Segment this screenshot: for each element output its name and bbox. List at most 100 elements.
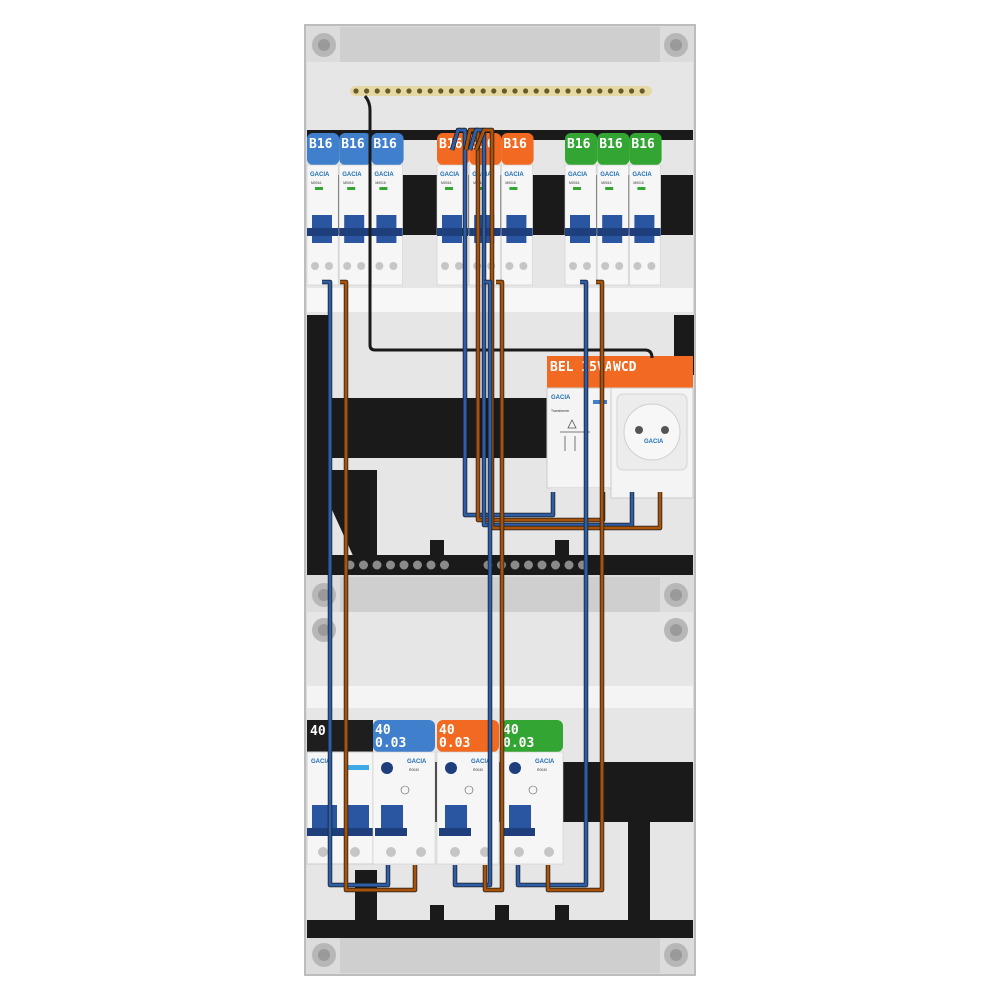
wire (516, 280, 588, 887)
screw-icon (312, 33, 336, 57)
terminal-hole (510, 560, 520, 570)
socket-label: WCD (613, 360, 637, 375)
wire (363, 95, 654, 359)
rcd-model: R0040 (473, 768, 483, 772)
breaker-label-tag (371, 133, 404, 165)
rcd-rating: 40 (503, 723, 519, 738)
rcd-toggle[interactable] (509, 805, 531, 835)
terminal-hole (629, 88, 635, 94)
terminal-hole (533, 88, 539, 94)
rcd-toggle[interactable] (445, 805, 467, 835)
breaker-model: M0016 (343, 181, 353, 185)
breaker-label: B16 (599, 137, 623, 152)
terminal-hole (524, 560, 533, 570)
terminal-hole (426, 560, 436, 570)
terminal-hole (372, 560, 382, 570)
breaker-brand: GACIA (440, 172, 460, 178)
terminal-hole (639, 88, 645, 94)
breaker-brand: GACIA (568, 172, 588, 178)
rcd-brand: GACIA (535, 759, 555, 765)
terminal-hole (554, 88, 561, 94)
terminal-hole (359, 560, 368, 570)
breaker-label-tag (629, 133, 662, 165)
screw-icon (664, 618, 688, 642)
main-switch: 40 GACIA (306, 720, 374, 865)
terminal-hole (523, 88, 529, 94)
breaker-brand: GACIA (632, 172, 652, 178)
breaker-brand: GACIA (374, 172, 394, 178)
terminal-hole (576, 88, 582, 94)
breaker-model: M0016 (375, 181, 385, 185)
breaker-label: B16 (631, 137, 655, 152)
rcd-brand: GACIA (471, 759, 491, 765)
terminal-hole (438, 88, 444, 94)
wire (340, 280, 417, 892)
rcd-toggle[interactable] (381, 805, 403, 835)
breaker-label: B16 (439, 137, 463, 152)
terminal-hole (564, 560, 574, 570)
breaker-label-tag (501, 133, 534, 165)
wire (546, 280, 604, 892)
terminal-hole (501, 88, 507, 94)
terminal-hole (413, 560, 422, 570)
breaker-brand: GACIA (600, 172, 620, 178)
breaker-label-tag (597, 133, 630, 165)
breaker-label: B16 (567, 137, 591, 152)
test-button-icon[interactable] (509, 762, 521, 774)
rcd-model: R0040 (537, 768, 547, 772)
terminal-hole (512, 88, 518, 94)
rcd-sensitivity: 0.03 (503, 736, 534, 751)
terminal-hole (551, 560, 560, 570)
rcd-label-tag (373, 720, 435, 752)
breaker-brand: GACIA (342, 172, 362, 178)
wall-socket: WCD GACIA (610, 356, 694, 499)
breaker-label-tag (339, 133, 372, 165)
wire (322, 280, 390, 887)
breaker-brand: GACIA (310, 172, 330, 178)
socket-brand: GACIA (644, 439, 664, 445)
terminal-hole (544, 88, 550, 94)
rcd-rating: 40 (439, 723, 455, 738)
rcd-sensitivity: 0.03 (375, 736, 406, 751)
main-switch-brand: GACIA (311, 759, 331, 765)
breaker-model: M0016 (441, 181, 451, 185)
wire (483, 280, 504, 892)
main-switch-label: 40 (310, 724, 326, 739)
breaker-label: B16 (309, 137, 333, 152)
terminal-hole (353, 88, 359, 94)
breaker-brand: GACIA (504, 172, 524, 178)
terminal-hole (586, 88, 592, 94)
breaker-model: M0016 (601, 181, 611, 185)
breaker-model: M0016 (569, 181, 579, 185)
terminal-hole (395, 88, 401, 94)
breaker-model: M0016 (633, 181, 643, 185)
terminal-hole (364, 88, 370, 94)
bell-transformer-brand: GACIA (551, 395, 571, 401)
screw-icon (312, 618, 336, 642)
terminal-hole (406, 88, 412, 94)
test-button-icon[interactable] (445, 762, 457, 774)
screw-icon (664, 943, 688, 967)
breaker-model: M0016 (505, 181, 515, 185)
rcd-model: R0040 (409, 768, 419, 772)
terminal-hole (385, 88, 391, 94)
breaker-label-tag (565, 133, 598, 165)
rcd-sensitivity: 0.03 (439, 736, 470, 751)
wire (450, 128, 555, 517)
bell-transformer-text: Transformer (551, 409, 570, 413)
test-button-icon[interactable] (381, 762, 393, 774)
socket-outlet-icon (623, 403, 681, 461)
breaker-label-tag (307, 133, 340, 165)
terminal-hole (607, 88, 614, 94)
terminal-hole (386, 560, 395, 570)
